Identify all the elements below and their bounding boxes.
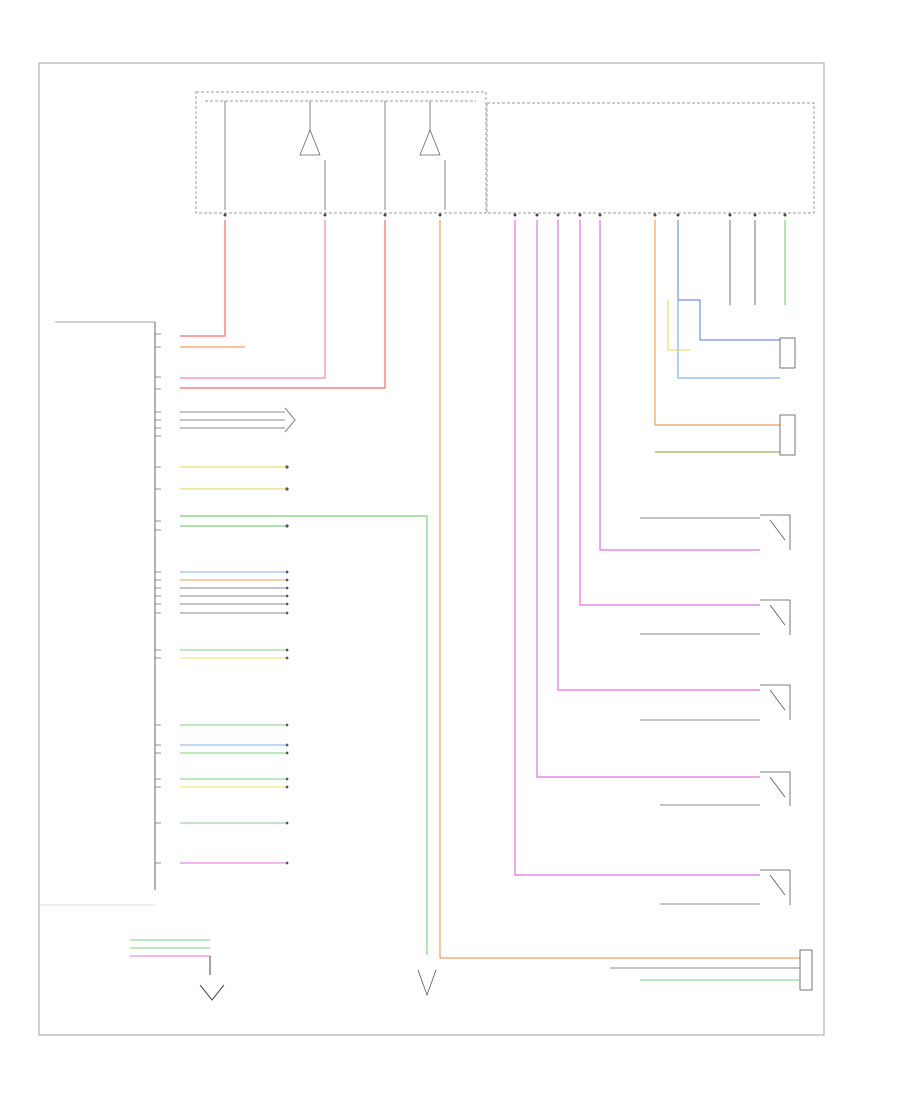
fuse-block bbox=[195, 91, 487, 214]
bottom-center-sensor bbox=[417, 969, 437, 997]
wire-magenta-3 bbox=[557, 220, 760, 691]
wire-magenta-2 bbox=[536, 220, 760, 778]
wire-blue-2 bbox=[677, 300, 780, 379]
fuse-symbols bbox=[224, 101, 446, 210]
bottom-right-wires bbox=[610, 967, 800, 981]
instrument-cluster bbox=[40, 321, 156, 906]
wire-red-1 bbox=[180, 220, 226, 337]
switch-gray-wires bbox=[640, 517, 760, 905]
bottom-left-connector bbox=[130, 939, 225, 1001]
top-pin-dots bbox=[223, 213, 787, 217]
wire-blue-1 bbox=[677, 220, 780, 341]
control-module-block bbox=[486, 102, 815, 214]
wire-pink-1 bbox=[180, 220, 326, 379]
wire-red-2 bbox=[180, 220, 386, 389]
wire-magenta-4 bbox=[579, 220, 760, 606]
wire-green-1 bbox=[180, 515, 428, 955]
wire-magenta-5 bbox=[599, 220, 760, 551]
wire-orange-3 bbox=[654, 220, 780, 426]
switch-symbols bbox=[760, 337, 813, 991]
cluster-pin-ticks bbox=[155, 333, 161, 864]
cluster-mid-wires bbox=[180, 571, 285, 864]
cluster-wire-terminals bbox=[285, 465, 289, 865]
wire-yellow-3 bbox=[667, 300, 690, 351]
wire-bundle-gray bbox=[180, 407, 296, 433]
wire-orange-1 bbox=[439, 220, 800, 959]
diagram-frame bbox=[38, 62, 825, 1036]
wire-magenta-1 bbox=[514, 220, 760, 876]
